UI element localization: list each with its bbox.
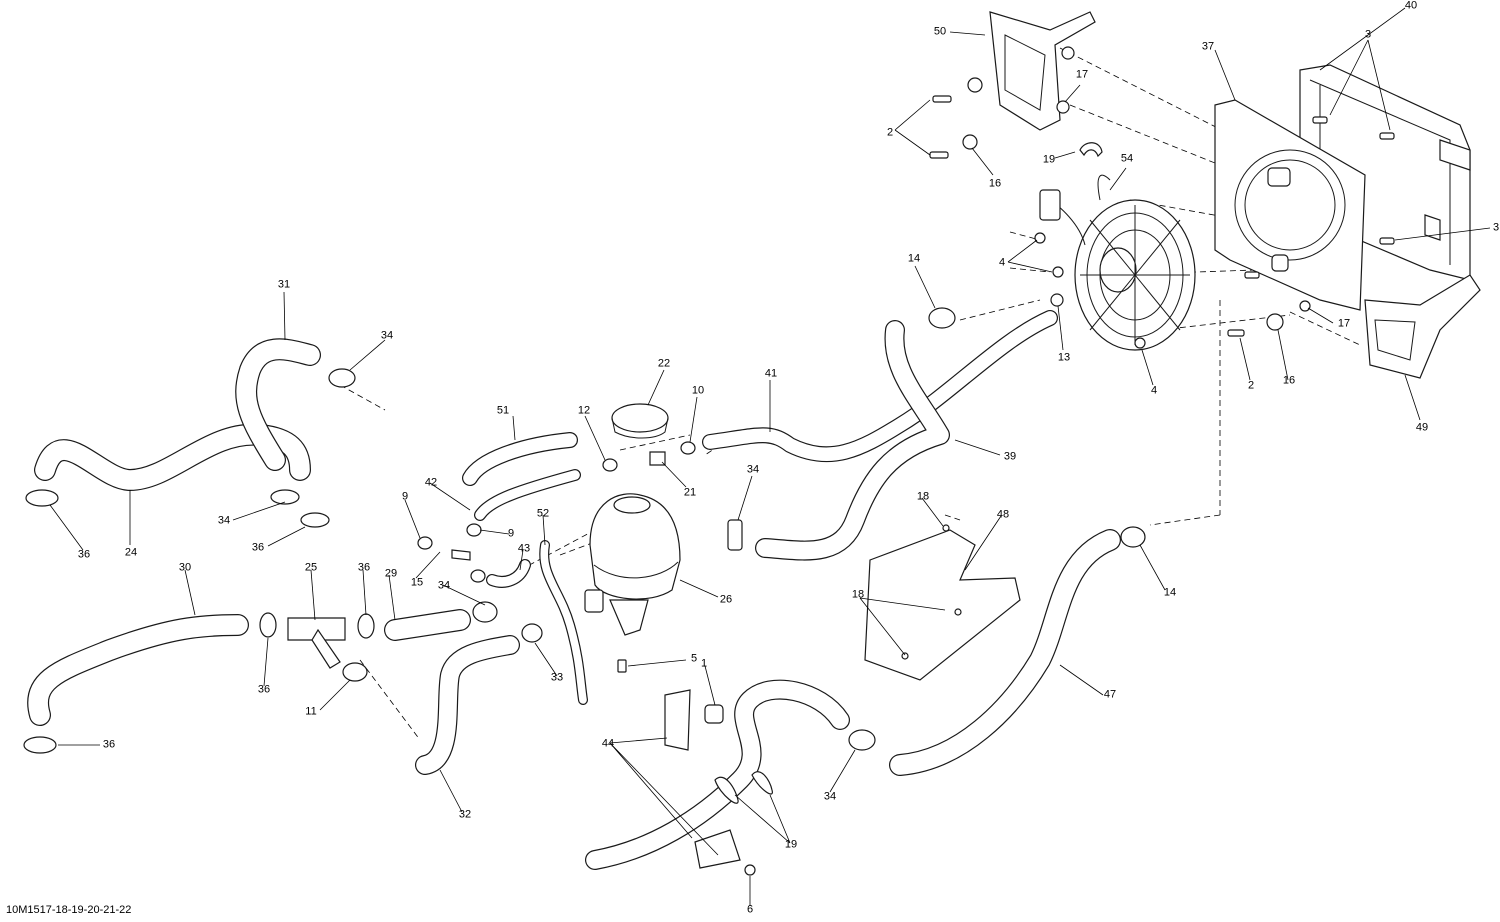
callout-16: 16 bbox=[988, 177, 1002, 190]
callout-37: 37 bbox=[1201, 40, 1215, 53]
heat-shield-48 bbox=[864, 524, 1021, 681]
callout-47: 47 bbox=[1103, 688, 1117, 701]
callout-42: 42 bbox=[424, 476, 438, 489]
callout-12: 12 bbox=[577, 404, 591, 417]
bracket-lower bbox=[1364, 274, 1481, 379]
callout-41: 41 bbox=[764, 367, 778, 380]
callout-29: 29 bbox=[384, 567, 398, 580]
callout-49: 49 bbox=[1415, 421, 1429, 434]
callout-18: 18 bbox=[916, 490, 930, 503]
callout-26: 26 bbox=[719, 593, 733, 606]
leader-lines bbox=[49, 7, 1491, 906]
callout-13: 13 bbox=[1057, 351, 1071, 364]
document-reference: 10M1517-18-19-20-21-22 bbox=[6, 904, 132, 916]
fan-shroud bbox=[1214, 99, 1366, 311]
connectors-and-clamps bbox=[23, 307, 1146, 804]
callout-2: 2 bbox=[886, 126, 894, 139]
callout-54: 54 bbox=[1120, 152, 1134, 165]
callout-21: 21 bbox=[683, 486, 697, 499]
callout-34: 34 bbox=[823, 790, 837, 803]
fasteners bbox=[929, 46, 1395, 349]
bracket-44 bbox=[664, 689, 756, 876]
callout-52: 52 bbox=[536, 507, 550, 520]
callout-50: 50 bbox=[933, 25, 947, 38]
callout-3: 3 bbox=[1492, 221, 1500, 234]
callout-30: 30 bbox=[178, 561, 192, 574]
callout-36: 36 bbox=[257, 683, 271, 696]
callout-4: 4 bbox=[998, 256, 1006, 269]
callout-34: 34 bbox=[217, 514, 231, 527]
callout-22: 22 bbox=[657, 357, 671, 370]
callout-34: 34 bbox=[746, 463, 760, 476]
callout-15: 15 bbox=[410, 576, 424, 589]
callout-16: 16 bbox=[1282, 374, 1296, 387]
hoses bbox=[27, 310, 1121, 870]
callout-4: 4 bbox=[1150, 384, 1158, 397]
callout-1: 1 bbox=[700, 657, 708, 670]
callout-43: 43 bbox=[517, 542, 531, 555]
callout-34: 34 bbox=[380, 329, 394, 342]
callout-6: 6 bbox=[746, 903, 754, 916]
callout-32: 32 bbox=[458, 808, 472, 821]
callout-36: 36 bbox=[251, 541, 265, 554]
bracket-upper bbox=[989, 11, 1096, 131]
assembly-lines bbox=[339, 47, 1361, 741]
callout-3: 3 bbox=[1364, 28, 1372, 41]
callout-36: 36 bbox=[102, 738, 116, 751]
callout-48: 48 bbox=[996, 508, 1010, 521]
cooling-fan bbox=[1039, 174, 1196, 351]
callout-5: 5 bbox=[690, 652, 698, 665]
callout-44: 44 bbox=[601, 737, 615, 750]
callout-36: 36 bbox=[77, 548, 91, 561]
callout-14: 14 bbox=[907, 252, 921, 265]
callout-18: 18 bbox=[851, 588, 865, 601]
callout-9: 9 bbox=[507, 527, 515, 540]
callout-25: 25 bbox=[304, 561, 318, 574]
callout-31: 31 bbox=[277, 278, 291, 291]
callout-17: 17 bbox=[1337, 317, 1351, 330]
callout-36: 36 bbox=[357, 561, 371, 574]
callout-10: 10 bbox=[691, 384, 705, 397]
callout-39: 39 bbox=[1003, 450, 1017, 463]
callout-17: 17 bbox=[1075, 68, 1089, 81]
callout-14: 14 bbox=[1163, 586, 1177, 599]
callout-34: 34 bbox=[437, 579, 451, 592]
callout-19: 19 bbox=[784, 838, 798, 851]
callout-11: 11 bbox=[305, 705, 317, 718]
callout-51: 51 bbox=[496, 404, 510, 417]
callout-24: 24 bbox=[124, 546, 138, 559]
callout-19: 19 bbox=[1042, 153, 1056, 166]
callout-2: 2 bbox=[1247, 379, 1255, 392]
callout-33: 33 bbox=[550, 671, 564, 684]
callout-9: 9 bbox=[401, 490, 409, 503]
coolant-reservoir bbox=[584, 403, 681, 636]
callout-40: 40 bbox=[1404, 0, 1418, 12]
